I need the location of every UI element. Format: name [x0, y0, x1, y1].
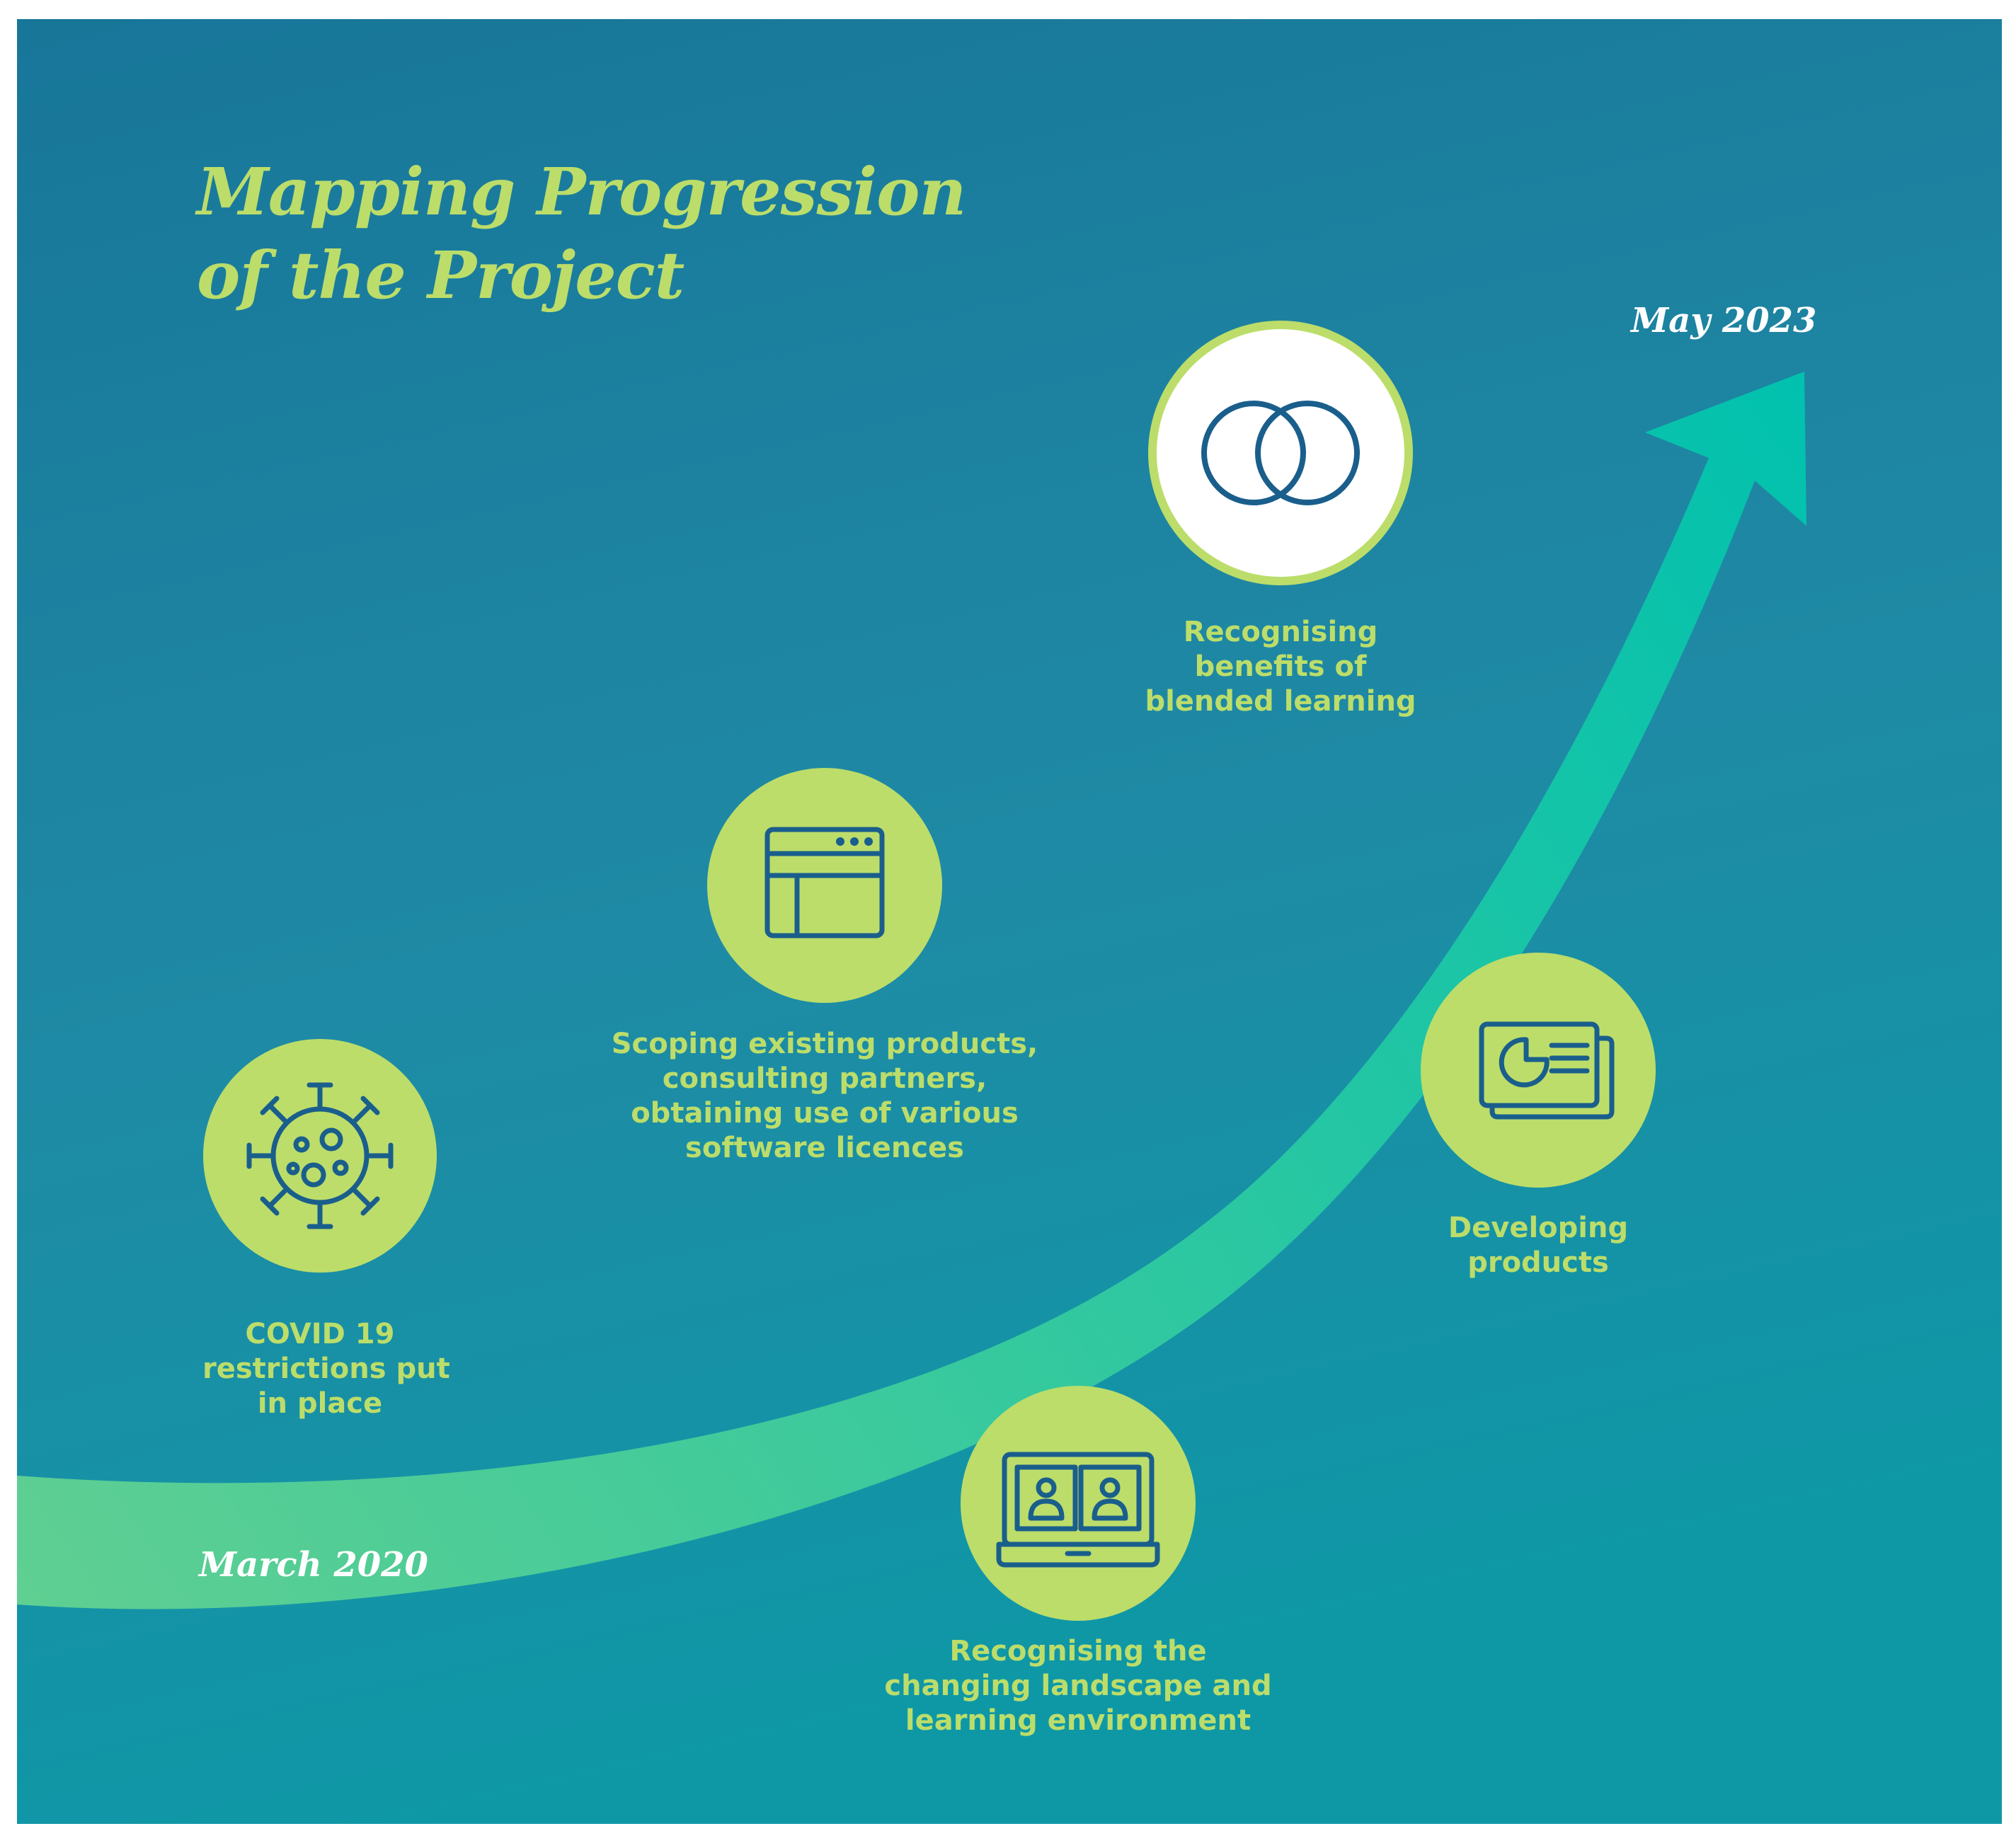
- milestone-developing-products-label: Developing products: [1448, 1212, 1629, 1279]
- progress-arrow: [17, 372, 1806, 1609]
- virus-icon: [203, 1039, 437, 1273]
- laptop-video-call-icon: [961, 1386, 1196, 1621]
- infographic-panel: Mapping Progression of the Project March…: [17, 19, 2002, 1824]
- milestone-scoping-label: Scoping existing products, consulting pa…: [611, 1028, 1038, 1164]
- browser-window-icon: [707, 768, 942, 1003]
- end-date: May 2023: [1631, 301, 1817, 340]
- page-title: Mapping Progression of the Project: [197, 150, 966, 317]
- milestone-blended-learning-label: Recognising benefits of blended learning: [1145, 616, 1416, 718]
- interlocking-circles-icon: [1148, 321, 1413, 585]
- start-date: March 2020: [199, 1545, 428, 1585]
- milestone-changing-landscape-label: Recognising the changing landscape and l…: [884, 1635, 1272, 1737]
- title-line-2: of the Project: [197, 237, 685, 314]
- presentation-slides-icon: [1421, 953, 1656, 1188]
- title-line-1: Mapping Progression: [197, 154, 966, 230]
- milestone-covid-label: COVID 19 restrictions put in place: [202, 1318, 450, 1420]
